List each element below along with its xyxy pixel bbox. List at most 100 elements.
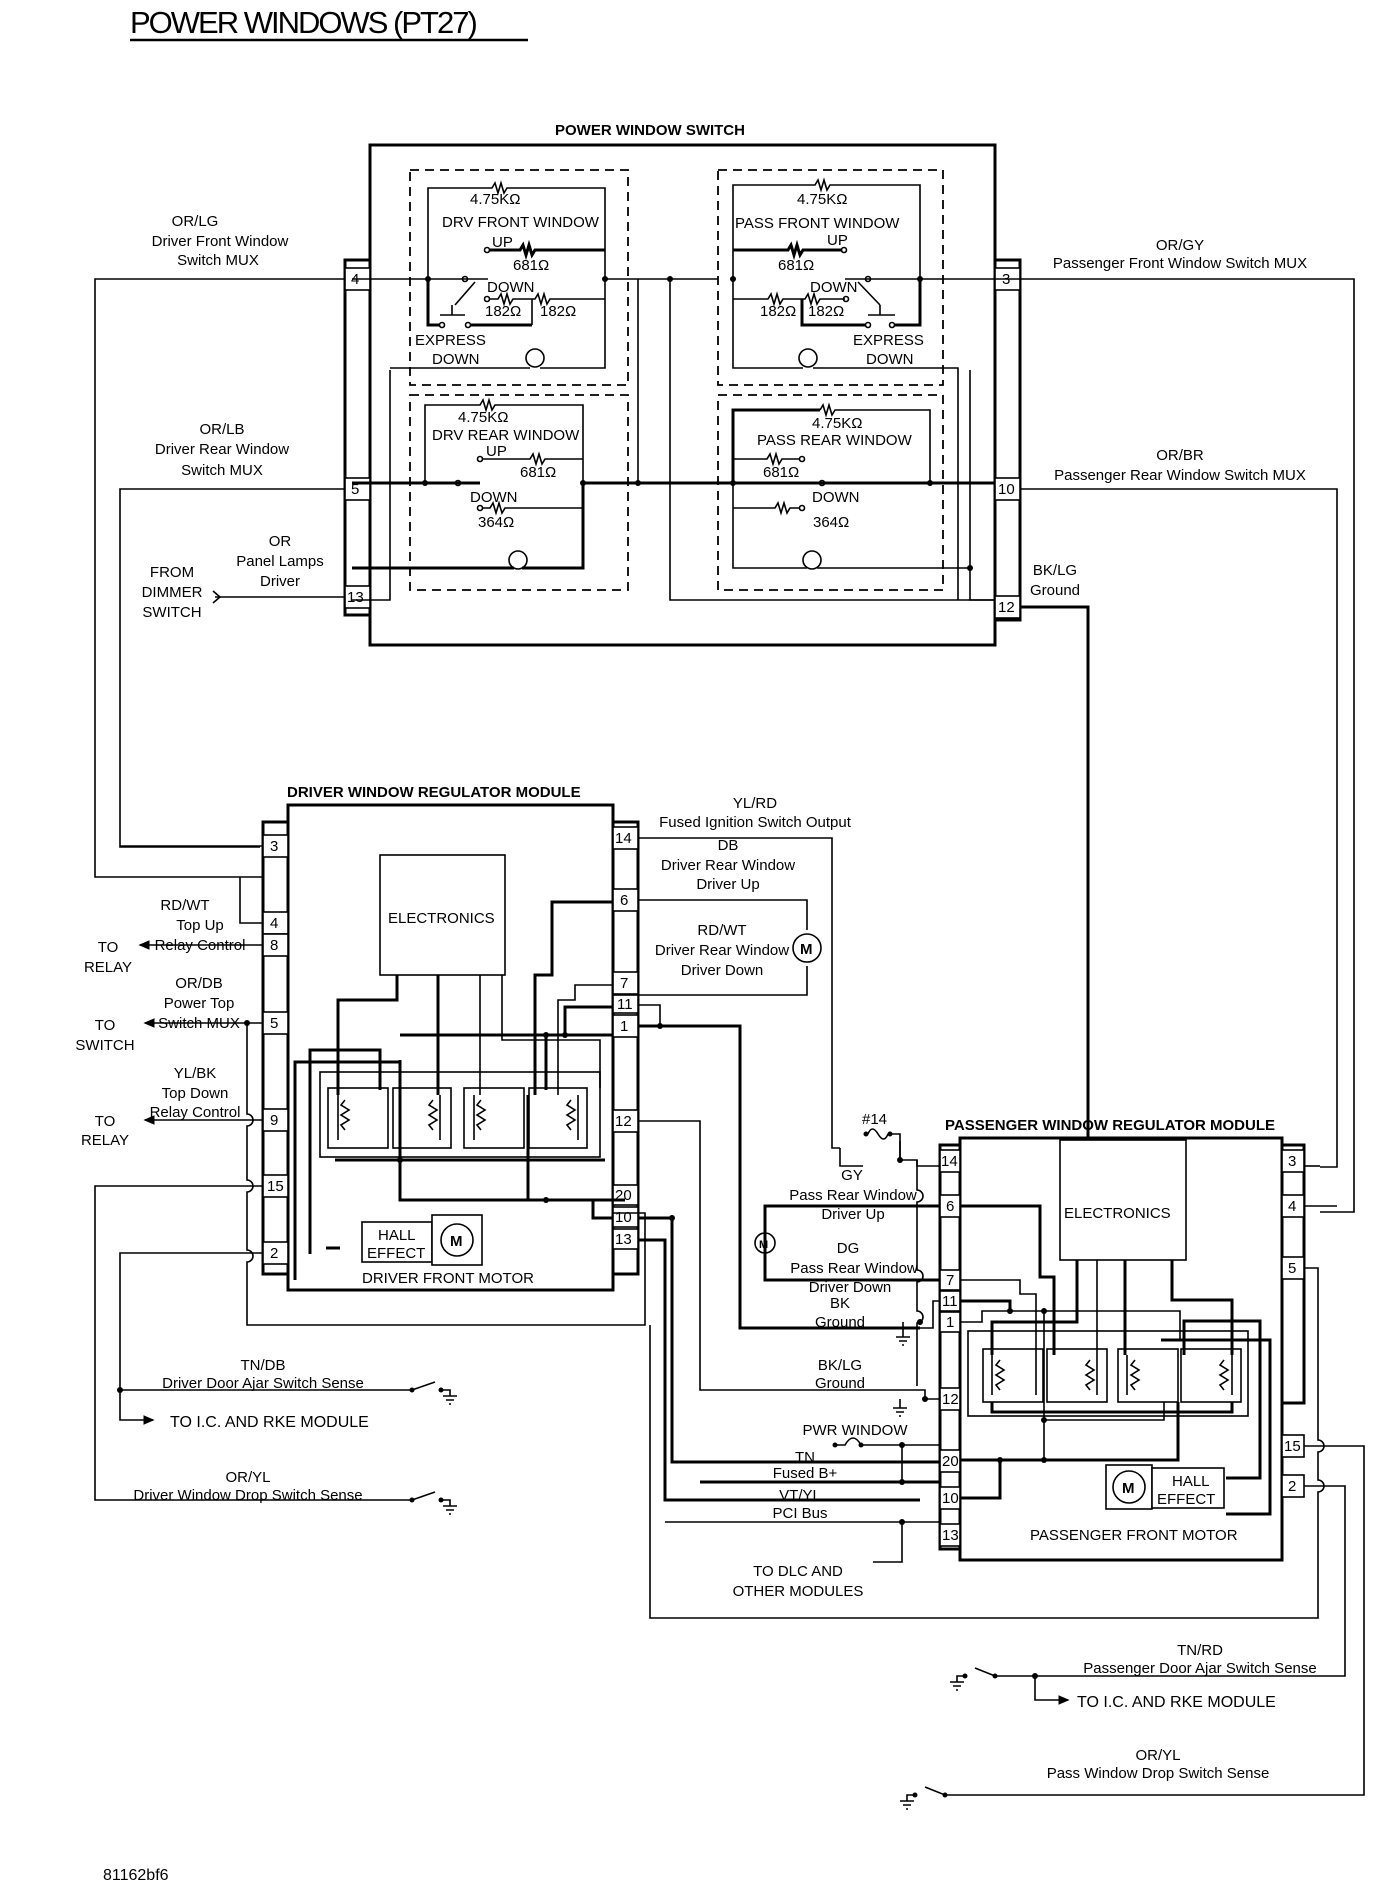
- destination-label: TO I.C. AND RKE MODULE: [170, 1414, 369, 1431]
- resistor-label: 681Ω: [763, 464, 799, 481]
- wire-desc-label: Driver Door Ajar Switch Sense: [162, 1375, 364, 1392]
- wire-desc-label: PCI Bus: [772, 1505, 827, 1522]
- drv-front-window-switch: 4.75KΩ DRV FRONT WINDOW UP 681Ω DOWN 182…: [352, 180, 718, 369]
- pin-label: 2: [1288, 1478, 1296, 1495]
- express-label: DOWN: [866, 351, 914, 368]
- destination-label: OTHER MODULES: [733, 1583, 864, 1600]
- switch-pin-13: 13: [347, 589, 364, 606]
- pin-label: 14: [615, 830, 632, 847]
- pin-label: 9: [270, 1112, 278, 1129]
- wire-desc-label: Pass Window Drop Switch Sense: [1047, 1765, 1270, 1782]
- wire-desc-label: Pass Rear Window: [789, 1187, 917, 1204]
- wire-desc-label: Passenger Door Ajar Switch Sense: [1083, 1660, 1316, 1677]
- wire-desc-label: Switch MUX: [177, 252, 259, 269]
- section-label: DRV FRONT WINDOW: [442, 214, 600, 231]
- pin-label: 11: [942, 1293, 958, 1310]
- pin-label: 4: [1288, 1198, 1296, 1215]
- pin-label: 12: [615, 1113, 632, 1130]
- wire-color-label: GY: [841, 1167, 863, 1184]
- resistor-label: 681Ω: [513, 257, 549, 274]
- destination-label: TO: [95, 1017, 116, 1034]
- resistor-label: 681Ω: [520, 464, 556, 481]
- resistor-label: 182Ω: [808, 303, 844, 320]
- source-label: FROM: [150, 564, 194, 581]
- pin-label: 2: [270, 1245, 278, 1262]
- section-label: PASS REAR WINDOW: [757, 432, 913, 449]
- wire-desc-label: Ground: [1030, 582, 1080, 599]
- driver-right-wires: M YL/RD Fused Ignition Switch Output DB …: [638, 795, 943, 1502]
- wire-desc-label: Passenger Front Window Switch MUX: [1053, 255, 1307, 272]
- destination-label: RELAY: [81, 1132, 129, 1149]
- wire-color-label: BK/LG: [818, 1357, 862, 1374]
- wire-desc-label: Top Up: [176, 917, 224, 934]
- resistor-label: 4.75KΩ: [812, 415, 862, 432]
- wire-desc-label: Driver Front Window: [152, 233, 289, 250]
- wire-color-label: VT/YL: [779, 1487, 821, 1504]
- resistor-label: 364Ω: [478, 514, 514, 531]
- pin-label: 10: [615, 1209, 632, 1226]
- pin-label: 4: [270, 915, 278, 932]
- hall-label: HALL: [378, 1227, 416, 1244]
- destination-label: TO I.C. AND RKE MODULE: [1077, 1694, 1276, 1711]
- wire-color-label: DB: [718, 837, 739, 854]
- wire-color-label: RD/WT: [697, 922, 746, 939]
- destination-label: TO DLC AND: [753, 1563, 843, 1580]
- wire-color-label: OR/YL: [225, 1469, 270, 1486]
- electronics-label: ELECTRONICS: [388, 910, 495, 927]
- express-label: DOWN: [432, 351, 480, 368]
- driver-left-wires: RD/WT Top Up Relay Control TO RELAY OR/D…: [75, 845, 646, 1501]
- lamp-icon: [508, 550, 528, 570]
- pin-label: 8: [270, 937, 278, 954]
- up-label: UP: [486, 443, 507, 460]
- pass-front-window-switch: 4.75KΩ PASS FRONT WINDOW UP 681Ω DOWN 18…: [730, 177, 1020, 600]
- passenger-right-wires: [649, 1165, 1365, 1796]
- lamp-icon: [802, 550, 822, 570]
- driver-rear-motor-icon: [792, 933, 822, 963]
- pin-label: 14: [941, 1153, 958, 1170]
- pin-label: 10: [942, 1490, 959, 1507]
- pin-label: 12: [942, 1391, 959, 1408]
- wire-desc-label: Driver Down: [681, 962, 764, 979]
- wire-desc-label: Ground: [815, 1375, 865, 1392]
- wire-color-label: DG: [837, 1240, 860, 1257]
- down-label: DOWN: [810, 279, 858, 296]
- wire-color-label: OR/YL: [1135, 1747, 1180, 1764]
- passenger-right-pins: 3 4 5 15 2: [1281, 1149, 1305, 1498]
- wire-color-label: OR/GY: [1156, 237, 1204, 254]
- down-label: DOWN: [470, 489, 518, 506]
- resistor-label: 182Ω: [540, 303, 576, 320]
- destination-label: RELAY: [84, 959, 132, 976]
- motor-symbol: M: [450, 1233, 463, 1250]
- motor-symbol: M: [759, 1239, 768, 1251]
- switch-external-wires-right: OR/GY Passenger Front Window Switch MUX …: [1012, 237, 1355, 1352]
- passenger-electronics-box: [1059, 1139, 1187, 1261]
- wire-desc-label: Driver Up: [696, 876, 759, 893]
- up-label: UP: [492, 234, 513, 251]
- passenger-sense-wires: TN/RD Passenger Door Ajar Switch Sense T…: [900, 1642, 1317, 1810]
- resistor-label: 364Ω: [813, 514, 849, 531]
- driver-motor-icon: [440, 1223, 474, 1257]
- destination-label: TO: [98, 939, 119, 956]
- pass-rear-motor-icon: [754, 1232, 776, 1254]
- pin-label: 1: [946, 1314, 954, 1331]
- switch-external-wires-left: OR/LG Driver Front Window Switch MUX OR/…: [94, 213, 345, 931]
- wire-color-label: YL/BK: [174, 1065, 217, 1082]
- pin-label: 5: [270, 1015, 278, 1032]
- motor-symbol: M: [800, 941, 813, 958]
- section-label: PASS FRONT WINDOW: [735, 215, 900, 232]
- pin-label: 5: [1288, 1260, 1296, 1277]
- pin-label: 15: [267, 1178, 284, 1195]
- switch-pin-5: 5: [351, 481, 359, 498]
- fuse-label: #14: [862, 1111, 887, 1128]
- hall-label: EFFECT: [367, 1245, 425, 1262]
- driver-electronics-box: [379, 854, 506, 976]
- wire-desc-label: Driver Window Drop Switch Sense: [133, 1487, 362, 1504]
- hall-label: HALL: [1172, 1473, 1210, 1490]
- pin-label: 6: [620, 892, 628, 909]
- pin-label: 7: [946, 1272, 954, 1289]
- pin-label: 3: [270, 838, 278, 855]
- down-label: DOWN: [487, 279, 535, 296]
- section-label: DRV REAR WINDOW: [432, 427, 580, 444]
- wire-desc-label: Fused B+: [773, 1465, 838, 1482]
- wire-color-label: RD/WT: [160, 897, 209, 914]
